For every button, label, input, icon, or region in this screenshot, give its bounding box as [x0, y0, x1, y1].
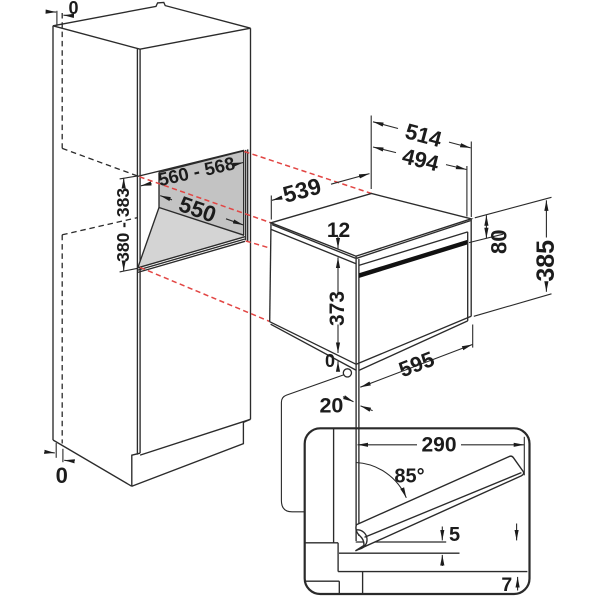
- svg-text:373: 373: [326, 291, 349, 326]
- svg-text:12: 12: [327, 219, 350, 242]
- svg-text:85°: 85°: [394, 466, 424, 488]
- svg-text:5: 5: [449, 524, 460, 546]
- svg-text:0: 0: [56, 463, 68, 488]
- svg-text:380 - 383: 380 - 383: [113, 188, 133, 262]
- svg-text:80: 80: [486, 229, 511, 253]
- svg-text:20: 20: [319, 393, 343, 417]
- svg-text:290: 290: [421, 433, 456, 456]
- svg-text:7: 7: [501, 574, 512, 596]
- svg-text:0: 0: [68, 0, 78, 18]
- svg-text:0: 0: [325, 351, 335, 371]
- svg-text:385: 385: [532, 240, 560, 282]
